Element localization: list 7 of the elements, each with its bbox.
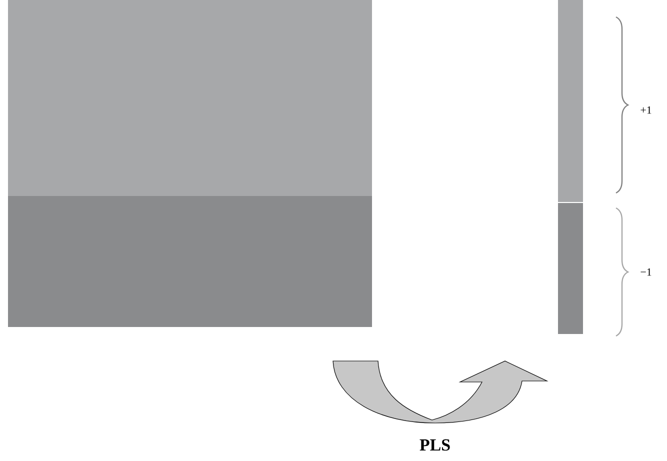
value-label: +1 [640,106,652,114]
value-label: −1 [640,268,652,276]
pls-label: PLS [420,439,450,451]
matrix-band [8,0,372,196]
vector-segment [558,0,583,202]
vector-segment [558,203,583,334]
matrix-band [8,196,372,327]
